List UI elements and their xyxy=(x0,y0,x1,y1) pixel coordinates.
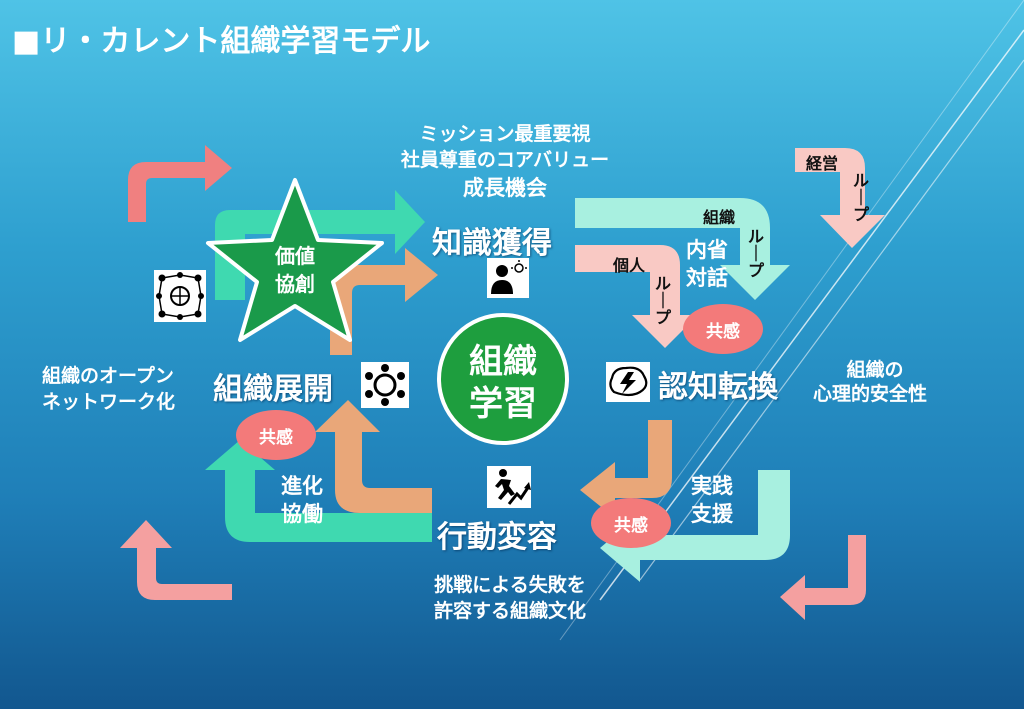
team-circle-icon xyxy=(361,362,409,408)
evolution-line-1: 進化 xyxy=(281,474,323,498)
page-title: ■リ・カレント組織学習モデル xyxy=(12,24,431,59)
empathy-badge-left: 共感 xyxy=(236,410,316,460)
mission-line-1: ミッション最重要視 xyxy=(419,123,591,145)
practice-line-1: 実践 xyxy=(691,474,733,498)
management-loop-head: 経営 xyxy=(806,154,839,173)
pale-pink-arrow-personal xyxy=(575,245,698,348)
safety-line-2: 心理的安全性 xyxy=(812,383,927,405)
stage-knowledge: 知識獲得 xyxy=(432,226,552,261)
center-label-2: 学習 xyxy=(469,384,537,424)
pink-outer-arrow-bottom-right xyxy=(780,535,866,620)
star-label-1: 価値 xyxy=(275,244,315,268)
evolution-line-2: 協働 xyxy=(281,502,323,526)
mint-arrow-top xyxy=(215,190,425,300)
open-network-line-2: ネットワーク化 xyxy=(42,391,176,413)
mint-arrow-bottom xyxy=(205,440,432,542)
mission-line-2: 社員尊重のコアバリュー xyxy=(400,149,610,171)
open-network-line-1: 組織のオープン xyxy=(42,365,174,387)
lightbulb-person-icon xyxy=(487,258,529,298)
empathy-badge-bottom: 共感 xyxy=(591,498,671,548)
safety-line-1: 組織の xyxy=(846,359,904,381)
practice-line-2: 支援 xyxy=(691,502,733,526)
empathy-badge-top: 共感 xyxy=(683,304,763,354)
pale-mint-arrow-bottom xyxy=(600,470,790,582)
stage-development: 組織展開 xyxy=(213,372,333,407)
organization-loop-vertical: ル｜プ xyxy=(747,227,764,280)
peach-arrow-down xyxy=(580,420,672,518)
pale-mint-arrow-right xyxy=(575,198,790,300)
mission-line-3: 成長機会 xyxy=(463,176,547,200)
value-cocreation-star xyxy=(206,178,384,342)
reflection-line-2: 対話 xyxy=(686,266,728,290)
stage-cognition: 認知転換 xyxy=(658,370,778,405)
pale-pink-arrow-management xyxy=(795,148,885,248)
center-label-1: 組織 xyxy=(469,342,537,382)
management-loop-vertical: ル｜プ xyxy=(852,171,869,224)
reflection-line-1: 内省 xyxy=(686,238,728,262)
peach-arrow-top xyxy=(330,248,438,355)
peach-arrow-left xyxy=(315,400,432,513)
organization-loop-head: 組織 xyxy=(703,208,736,227)
running-person-icon xyxy=(487,466,531,508)
stage-action: 行動変容 xyxy=(437,520,557,555)
pink-outer-arrow-bottom-left xyxy=(120,520,232,600)
center-circle xyxy=(437,313,569,445)
personal-loop-vertical: ル｜プ xyxy=(654,274,671,327)
brain-lightning-icon xyxy=(606,362,650,402)
network-icon xyxy=(154,270,206,322)
pink-outer-arrow-top-left xyxy=(128,145,232,222)
star-label-2: 協創 xyxy=(275,272,315,296)
personal-loop-head: 個人 xyxy=(613,256,646,275)
culture-line-2: 許容する組織文化 xyxy=(433,600,586,622)
culture-line-1: 挑戦による失敗を xyxy=(434,574,586,596)
